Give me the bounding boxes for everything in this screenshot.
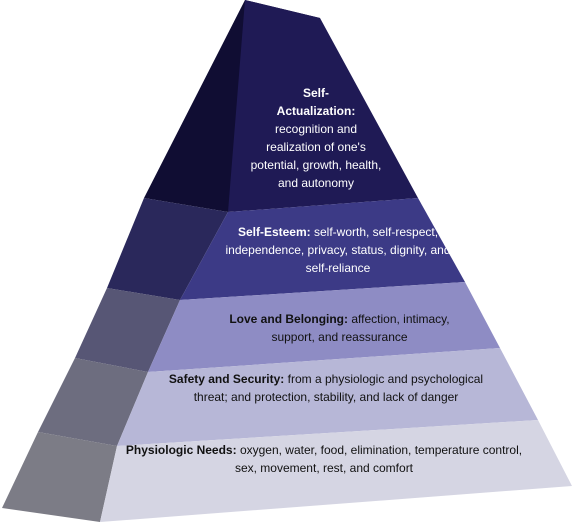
level-2-title: Self-Esteem: [237, 225, 311, 239]
level-5-front-face [100, 420, 572, 522]
level-1-front-face [228, 0, 418, 212]
level-3-side-face [75, 288, 180, 372]
level-1-description: recognition and realization of one's pot… [250, 122, 382, 190]
level-5-side-face [2, 432, 117, 522]
level-4-title: Safety and Security: [168, 372, 285, 386]
level-5-title: Physiologic Needs: [125, 443, 237, 457]
level-4-description: from a physiologic and psychological thr… [193, 372, 484, 404]
level-3-front-face [148, 282, 500, 372]
level-4-label: Safety and Security: from a physiologic … [158, 370, 494, 406]
level-5-description: oxygen, water, food, elimination, temper… [234, 443, 523, 475]
level-2-description: self-worth, self-respect, independence, … [225, 225, 451, 275]
level-1-label: Self- Actualization: recognition and rea… [248, 84, 384, 192]
level-3-label: Love and Belonging: affection, intimacy,… [212, 310, 467, 346]
level-3-description: affection, intimacy, support, and reassu… [271, 312, 450, 344]
level-4-side-face [38, 358, 148, 446]
level-4-front-face [117, 348, 538, 446]
level-2-label: Self-Esteem: self-worth, self-respect, i… [218, 223, 458, 277]
level-1-title: Self- Actualization: [276, 86, 356, 118]
level-2-front-face [180, 198, 465, 300]
level-3-title: Love and Belonging: [229, 312, 349, 326]
level-2-side-face [107, 198, 228, 300]
level-5-label: Physiologic Needs: oxygen, water, food, … [114, 441, 534, 477]
